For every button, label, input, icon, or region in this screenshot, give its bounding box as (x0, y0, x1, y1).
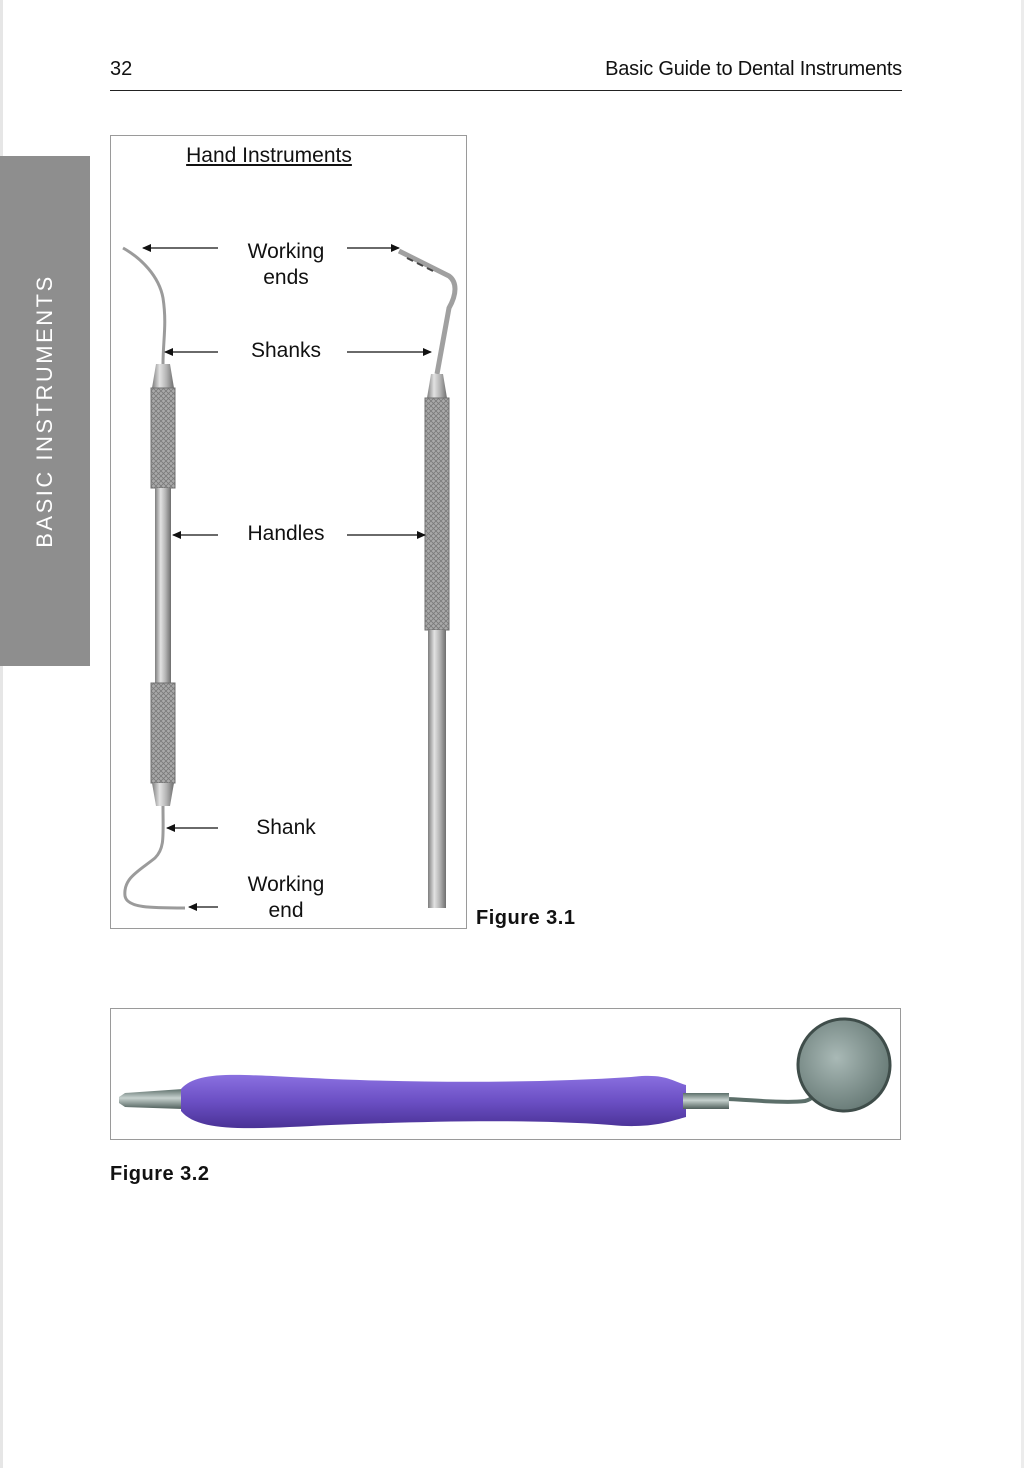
mouth-mirror-illustration (119, 1017, 892, 1129)
figure-caption-3-2: Figure 3.2 (110, 1163, 210, 1185)
label-line: ends (263, 266, 309, 289)
label-working-end: Working end (226, 872, 346, 924)
page-edge-right (1021, 0, 1024, 1468)
page-edge-left (0, 0, 3, 1468)
label-line: Working (247, 873, 325, 896)
running-title: Basic Guide to Dental Instruments (605, 58, 902, 80)
page-number: 32 (110, 58, 133, 80)
figure-title: Hand Instruments (186, 144, 352, 167)
right-instrument (397, 248, 458, 908)
figure-mouth-mirror (110, 1008, 901, 1140)
label-shanks: Shanks (250, 339, 322, 362)
left-instrument (122, 246, 186, 910)
label-line: Working (247, 240, 325, 263)
section-tab-label: BASIC INSTRUMENTS (32, 274, 57, 548)
page-header: 32 Basic Guide to Dental Instruments (110, 56, 902, 91)
label-line: end (268, 899, 304, 922)
label-working-ends: Working ends (226, 239, 346, 291)
figure-hand-instruments: Hand Instruments Working ends Shanks Han… (110, 135, 467, 929)
hand-instruments-illustration (122, 244, 458, 911)
label-shank: Shank (256, 816, 316, 839)
figure-caption-3-1: Figure 3.1 (476, 907, 576, 929)
section-side-tab: BASIC INSTRUMENTS (0, 156, 90, 666)
label-handles: Handles (247, 522, 325, 545)
callout-arrows (142, 244, 432, 911)
